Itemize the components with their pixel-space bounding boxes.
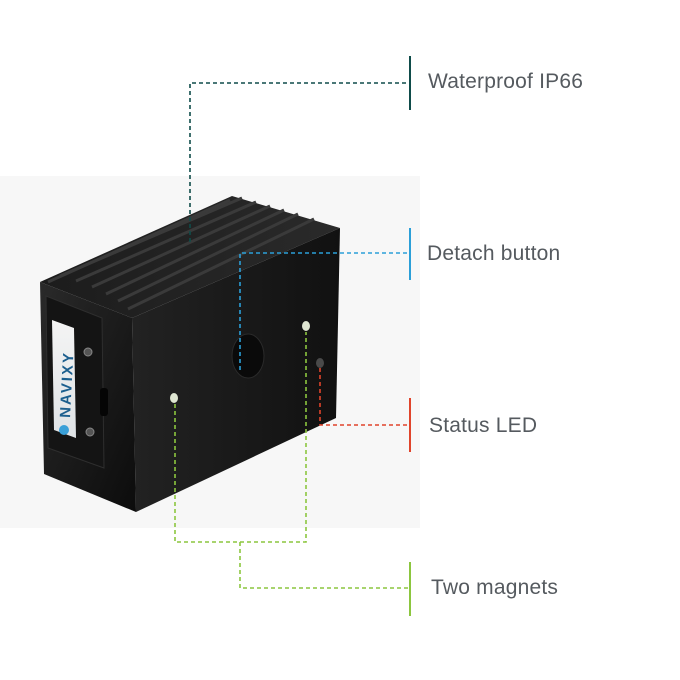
screw-bottom [85,427,95,437]
accent-bar-magnets [409,562,411,616]
screw-top [83,347,93,357]
label-two-magnets: Two magnets [431,576,559,599]
magnet-left [170,393,178,403]
brand-label: NAVIXY [57,351,77,419]
accent-bar-detach [409,228,411,280]
front-slot [100,388,108,416]
gps-tracker-device: NAVIXY [40,196,340,512]
magnet-right [302,321,310,331]
label-waterproof: Waterproof IP66 [428,70,584,93]
detach-button [231,333,265,379]
label-detach-button: Detach button [427,242,561,265]
accent-bar-status [409,398,411,452]
top-ribs [47,196,315,311]
device-top-face [40,196,340,318]
leader-magnets [174,332,408,589]
accent-bar-waterproof [409,56,411,110]
leader-waterproof [189,82,408,242]
leader-status [319,368,408,426]
status-led [316,358,324,368]
label-status-led: Status LED [429,414,538,437]
brand-sticker [52,320,76,438]
leader-detach [239,252,408,370]
brand-logo-icon [59,425,69,435]
